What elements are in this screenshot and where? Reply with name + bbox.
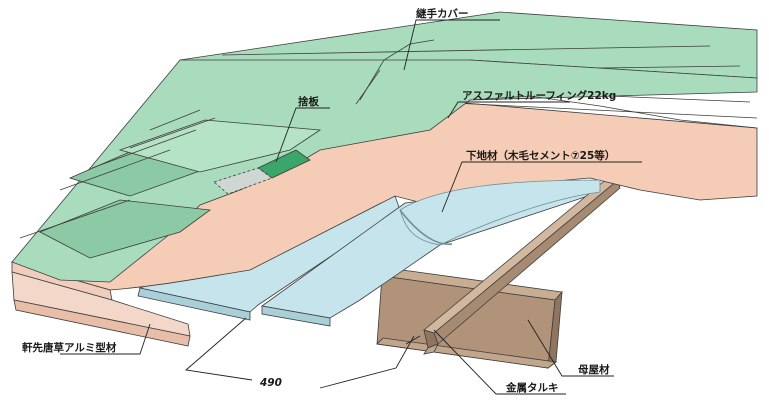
dimension-490: 490 [184,317,421,389]
purlin [376,267,563,369]
dimension-label: 490 [259,377,282,389]
label-substrate: 下地材（木毛セメント⑦25等） [466,149,615,162]
label-metal-rafter: 金属タルキ [505,381,559,394]
label-joint-cover: 継手カバー [416,7,469,20]
label-asphalt-roofing: アスファルトルーフィング22kg [462,89,616,102]
roof-sheets [11,11,758,283]
roofing-felt [10,99,758,291]
label-waste-board: 捨板 [298,95,319,108]
label-eave-trim: 軒先唐草アルミ型材 [22,341,117,354]
leader-lines [60,19,642,395]
label-purlin: 母屋材 [578,363,610,376]
